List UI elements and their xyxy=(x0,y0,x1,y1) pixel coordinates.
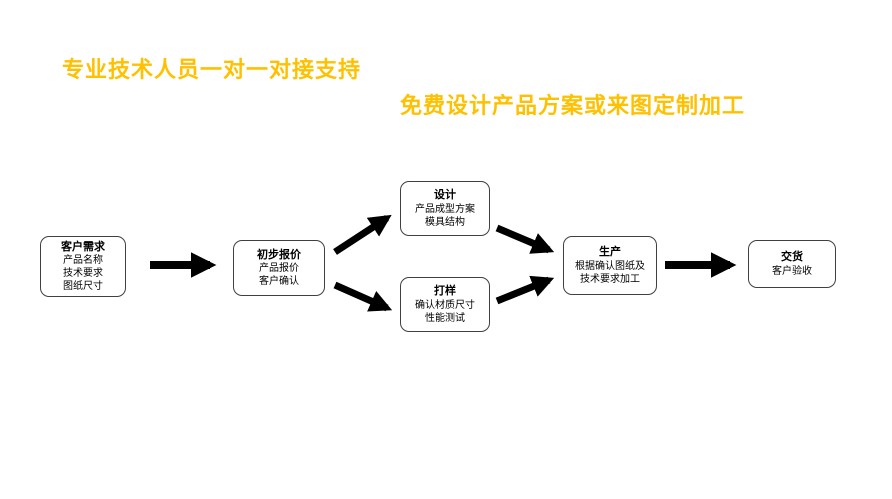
node-customer-needs-line: 技术要求 xyxy=(63,268,103,280)
node-customer-needs-title: 客户需求 xyxy=(61,240,105,253)
node-initial-quote-line: 产品报价 xyxy=(259,263,299,275)
node-design-line: 模具结构 xyxy=(425,216,465,228)
node-delivery-line: 客户验收 xyxy=(772,265,812,277)
arrow-sample-to-prod xyxy=(495,275,555,305)
node-production-line: 技术要求加工 xyxy=(580,273,640,285)
heading-support-text: 专业技术人员一对一对接支持 xyxy=(62,57,362,82)
node-design-line: 产品成型方案 xyxy=(415,203,475,215)
node-initial-quote: 初步报价 产品报价 客户确认 xyxy=(233,240,325,296)
node-production-line: 根据确认图纸及 xyxy=(575,260,645,272)
node-production-title: 生产 xyxy=(599,246,621,259)
heading-design-text: 免费设计产品方案或来图定制加工 xyxy=(400,93,746,118)
node-delivery-title: 交货 xyxy=(781,251,803,264)
node-sampling: 打样 确认材质尺寸 性能测试 xyxy=(400,277,490,332)
node-sampling-line: 性能测试 xyxy=(425,312,465,324)
arrow-design-to-prod xyxy=(495,224,555,254)
node-customer-needs-line: 产品名称 xyxy=(63,255,103,267)
node-production: 生产 根据确认图纸及 技术要求加工 xyxy=(563,236,657,295)
node-customer-needs: 客户需求 产品名称 技术要求 图纸尺寸 xyxy=(40,236,126,297)
node-design: 设计 产品成型方案 模具结构 xyxy=(400,181,490,236)
node-delivery: 交货 客户验收 xyxy=(748,240,836,288)
arrow-quote-to-design xyxy=(333,214,392,255)
arrow-quote-to-sample xyxy=(333,281,393,312)
node-initial-quote-line: 客户确认 xyxy=(259,276,299,288)
node-sampling-line: 确认材质尺寸 xyxy=(415,299,475,311)
node-customer-needs-line: 图纸尺寸 xyxy=(63,281,103,293)
node-sampling-title: 打样 xyxy=(434,285,456,298)
node-design-title: 设计 xyxy=(434,189,456,202)
node-initial-quote-title: 初步报价 xyxy=(257,248,301,261)
